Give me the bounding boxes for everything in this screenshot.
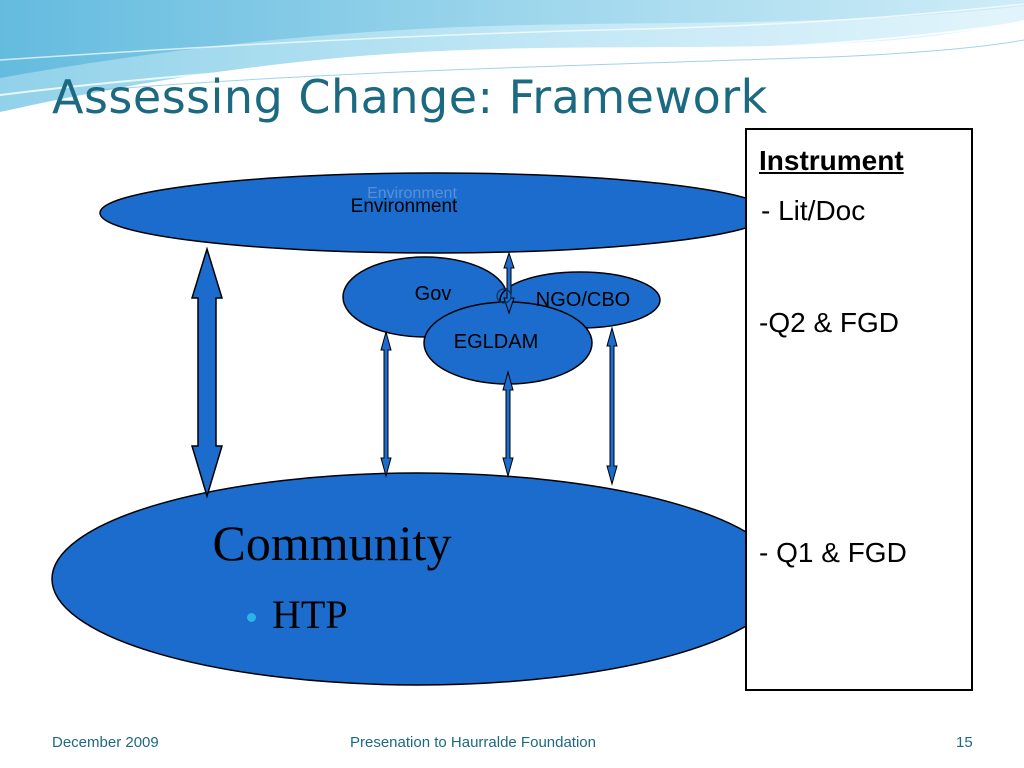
- double-arrow-environment-ngo: [504, 253, 514, 313]
- instrument-item-lit-doc: - Lit/Doc: [761, 194, 865, 228]
- instrument-heading: Instrument: [759, 144, 904, 178]
- instrument-item-q1-fgd: - Q1 & FGD: [759, 536, 959, 570]
- double-arrow-ngo-community: [607, 328, 617, 484]
- footer-presentation-title: Presenation to Haurralde Foundation: [350, 734, 596, 751]
- community-label: Community: [213, 515, 452, 571]
- footer-date: December 2009: [52, 734, 159, 751]
- double-arrow-environment-community: [192, 249, 222, 496]
- instrument-item-q2-fgd: -Q2 & FGD: [759, 306, 899, 340]
- double-arrow-gov-community: [381, 332, 391, 476]
- environment-label: Environment: [351, 196, 458, 217]
- gov-label: Gov: [415, 283, 452, 305]
- ngo-cbo-label: NGO/CBO: [536, 289, 630, 311]
- community-ellipse: [52, 473, 784, 685]
- slide-title: Assessing Change: Framework: [52, 70, 768, 124]
- double-arrow-egldam-community: [503, 372, 513, 476]
- community-bullet-htp: HTP: [272, 592, 348, 637]
- instrument-box: Instrument - Lit/Doc -Q2 & FGD - Q1 & FG…: [745, 128, 973, 691]
- bullet-icon: [247, 613, 256, 622]
- footer-page-number: 15: [956, 734, 973, 751]
- egldam-label: EGLDAM: [454, 331, 538, 353]
